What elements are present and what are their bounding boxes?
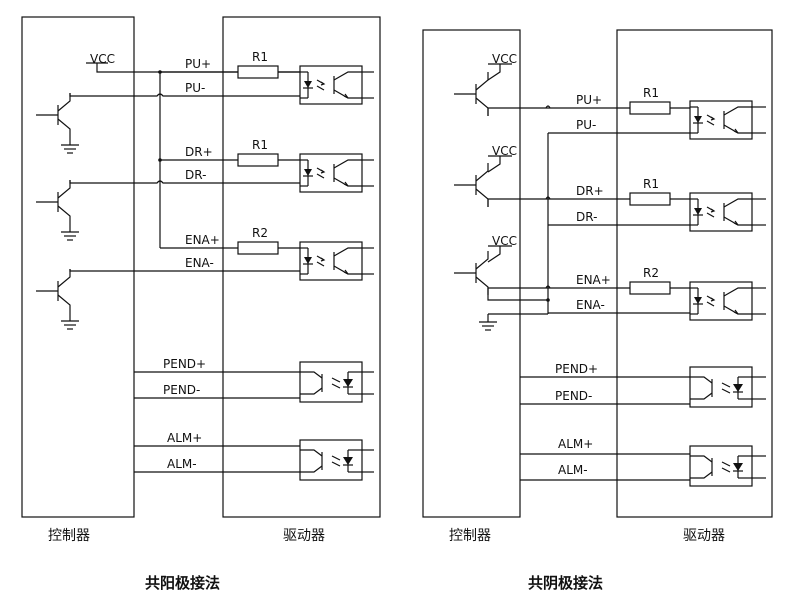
right-opto-ena — [689, 281, 753, 321]
left-opto-pu — [299, 65, 363, 105]
left-signal-dr-plus: DR+ — [185, 145, 213, 159]
left-signal-dr-minus: DR- — [185, 168, 206, 182]
right-signal-dr-plus: DR+ — [576, 184, 604, 198]
left-r1b-label: R1 — [252, 138, 268, 152]
left-controller-label: 控制器 — [48, 528, 90, 544]
right-signal-pend-minus: PEND- — [555, 389, 592, 403]
right-opto-pu — [689, 100, 753, 140]
left-r2-label: R2 — [252, 226, 268, 240]
left-opto-ena — [299, 241, 363, 281]
right-vcc-label-1: VCC — [492, 52, 517, 66]
right-title: 共阴极接法 — [528, 574, 603, 592]
left-r1a-label: R1 — [252, 50, 268, 64]
right-opto-pend — [689, 366, 753, 408]
left-resistor-r2 — [237, 241, 279, 255]
left-driver-label: 驱动器 — [283, 528, 325, 544]
left-resistor-r1b — [237, 153, 279, 167]
left-signal-alm-plus: ALM+ — [167, 431, 202, 445]
left-signal-ena-minus: ENA- — [185, 256, 214, 270]
right-vcc-label-3: VCC — [492, 234, 517, 248]
right-signal-pu-minus: PU- — [576, 118, 596, 132]
right-signal-ena-plus: ENA+ — [576, 273, 611, 287]
left-controller-box — [21, 16, 135, 518]
left-opto-alm — [299, 439, 363, 481]
left-signal-pu-minus: PU- — [185, 81, 205, 95]
right-signal-pu-plus: PU+ — [576, 93, 602, 107]
right-signal-alm-plus: ALM+ — [558, 437, 593, 451]
left-title: 共阳极接法 — [145, 574, 220, 592]
right-r2-label: R2 — [643, 266, 659, 280]
right-r1a-label: R1 — [643, 86, 659, 100]
right-resistor-r2 — [629, 281, 671, 295]
right-r1b-label: R1 — [643, 177, 659, 191]
left-opto-dr — [299, 153, 363, 193]
left-vcc-label: VCC — [90, 52, 115, 66]
right-driver-label: 驱动器 — [683, 528, 725, 544]
left-resistor-r1a — [237, 65, 279, 79]
right-resistor-r1b — [629, 192, 671, 206]
right-diagram: VCC VCC VCC R1 — [422, 29, 773, 592]
left-signal-ena-plus: ENA+ — [185, 233, 220, 247]
left-signal-pend-plus: PEND+ — [163, 357, 206, 371]
right-signal-alm-minus: ALM- — [558, 463, 588, 477]
left-signal-pend-minus: PEND- — [163, 383, 200, 397]
right-vcc-label-2: VCC — [492, 144, 517, 158]
right-signal-pend-plus: PEND+ — [555, 362, 598, 376]
right-opto-dr — [689, 192, 753, 232]
right-signal-dr-minus: DR- — [576, 210, 597, 224]
left-opto-pend — [299, 361, 363, 403]
right-resistor-r1a — [629, 101, 671, 115]
right-signal-ena-minus: ENA- — [576, 298, 605, 312]
left-signal-pu-plus: PU+ — [185, 57, 211, 71]
right-opto-alm — [689, 445, 753, 487]
right-controller-label: 控制器 — [449, 528, 491, 544]
left-signal-alm-minus: ALM- — [167, 457, 197, 471]
left-diagram: VCC R1 R1 R2 — [21, 16, 381, 592]
